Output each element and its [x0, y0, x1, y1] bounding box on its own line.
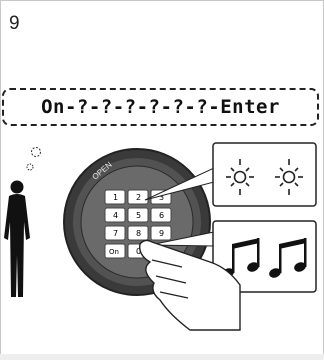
svg-text:3: 3 [159, 193, 164, 202]
svg-text:4: 4 [113, 211, 118, 220]
hand-icon [139, 239, 241, 331]
svg-text:9: 9 [159, 229, 164, 238]
key-1[interactable]: 1 [104, 189, 126, 205]
svg-text:0: 0 [136, 247, 141, 256]
svg-text:2: 2 [136, 193, 141, 202]
svg-text:8: 8 [136, 229, 141, 238]
key-2[interactable]: 2 [127, 189, 149, 205]
key-5[interactable]: 5 [127, 207, 149, 223]
code-sequence-box: On-?-?-?-?-?-?-Enter [2, 88, 319, 126]
lock-illustration: OPEN 1 2 3 4 5 6 7 8 9 On 0 [4, 142, 317, 331]
bottom-border [0, 354, 324, 360]
key-7[interactable]: 7 [104, 225, 126, 241]
svg-text:1: 1 [113, 193, 118, 202]
key-6[interactable]: 6 [150, 207, 172, 223]
svg-text:6: 6 [159, 211, 164, 220]
blinking-led-icon [275, 159, 303, 195]
blinking-led-icon [226, 159, 254, 195]
thought-bubble-icon [26, 147, 41, 171]
svg-text:On: On [109, 248, 119, 256]
svg-text:7: 7 [113, 229, 118, 238]
key-8[interactable]: 8 [127, 225, 149, 241]
svg-text:5: 5 [136, 211, 141, 220]
key-on[interactable]: On [104, 243, 126, 259]
person-icon [4, 180, 30, 297]
code-sequence-text: On-?-?-?-?-?-?-Enter [41, 96, 280, 118]
music-note-icon [269, 238, 307, 278]
key-4[interactable]: 4 [104, 207, 126, 223]
step-number: 9 [9, 13, 20, 34]
key-9[interactable]: 9 [150, 225, 172, 241]
led-callout [212, 142, 317, 207]
